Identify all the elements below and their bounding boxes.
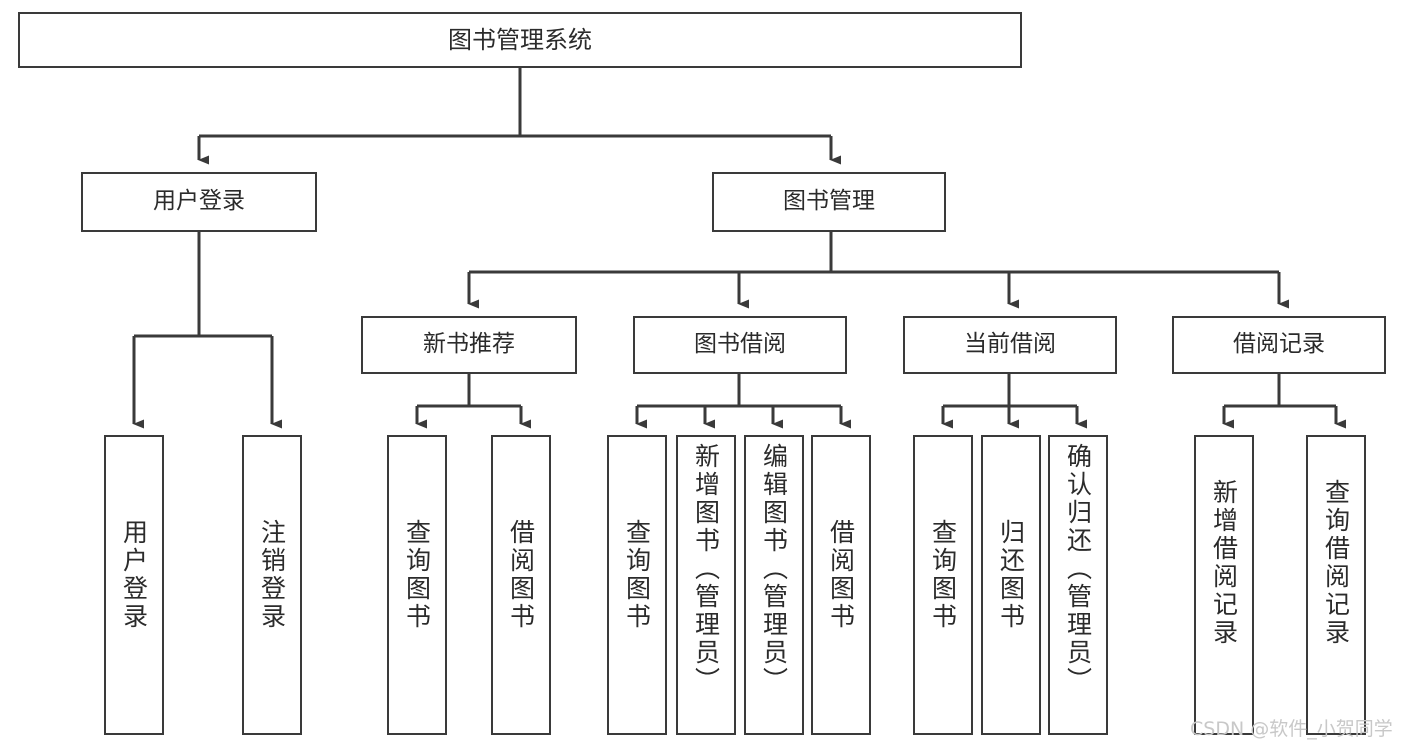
leaf-user-login[interactable]: 用户登录 [104,435,164,735]
node-root-system[interactable]: 图书管理系统 [18,12,1022,68]
node-label: 新增图书（管理员） [691,443,721,695]
node-label: 图书管理 [783,188,875,215]
node-label: 归还图书 [996,519,1026,631]
node-label: 注销登录 [257,519,287,631]
leaf-return-book[interactable]: 归还图书 [981,435,1041,735]
node-book-borrow[interactable]: 图书借阅 [633,316,847,374]
node-label: 用户登录 [119,519,149,631]
node-label: 查询图书 [622,519,652,631]
node-label: 新增借阅记录 [1209,479,1239,647]
node-label: 借阅图书 [506,519,536,631]
node-label: 查询借阅记录 [1321,479,1351,647]
csdn-watermark: CSDN @软件_小贺同学 [1190,718,1393,740]
node-label: 确认归还（管理员） [1063,443,1093,695]
leaf-user-logout[interactable]: 注销登录 [242,435,302,735]
node-borrow-record[interactable]: 借阅记录 [1172,316,1386,374]
node-label: 编辑图书（管理员） [759,443,789,695]
leaf-confirm-return-admin[interactable]: 确认归还（管理员） [1048,435,1108,735]
leaf-edit-book-admin[interactable]: 编辑图书（管理员） [744,435,804,735]
node-label: 图书借阅 [694,331,786,358]
node-label: 图书管理系统 [448,25,592,54]
node-label: 新书推荐 [423,331,515,358]
leaf-add-borrow-record[interactable]: 新增借阅记录 [1194,435,1254,735]
node-label: 借阅记录 [1233,331,1325,358]
leaf-query-book-current[interactable]: 查询图书 [913,435,973,735]
node-book-management[interactable]: 图书管理 [712,172,946,232]
node-label: 查询图书 [402,519,432,631]
leaf-query-borrow-record[interactable]: 查询借阅记录 [1306,435,1366,735]
leaf-query-book-borrow[interactable]: 查询图书 [607,435,667,735]
node-label: 用户登录 [153,188,245,215]
node-label: 借阅图书 [826,519,856,631]
node-label: 当前借阅 [964,331,1056,358]
node-current-borrow[interactable]: 当前借阅 [903,316,1117,374]
leaf-query-book-recommend[interactable]: 查询图书 [387,435,447,735]
leaf-borrow-book[interactable]: 借阅图书 [811,435,871,735]
leaf-borrow-book-recommend[interactable]: 借阅图书 [491,435,551,735]
node-label: 查询图书 [928,519,958,631]
leaf-add-book-admin[interactable]: 新增图书（管理员） [676,435,736,735]
node-user-login[interactable]: 用户登录 [81,172,317,232]
node-new-book-recommend[interactable]: 新书推荐 [361,316,577,374]
